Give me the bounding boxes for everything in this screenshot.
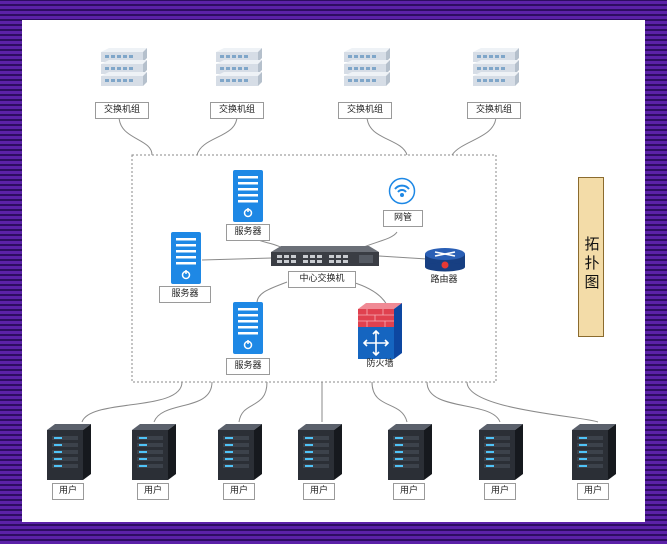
user-server-icon[interactable] xyxy=(388,424,432,480)
router-label: 路由器 xyxy=(430,275,458,285)
firewall-icon[interactable] xyxy=(358,303,402,359)
server-icon[interactable] xyxy=(170,232,202,284)
user-label: 用户 xyxy=(223,483,255,500)
server-icon[interactable] xyxy=(232,302,264,354)
network-mgmt-label: 网管 xyxy=(383,210,423,227)
top-connectors xyxy=(118,115,497,156)
user-label: 用户 xyxy=(484,483,516,500)
title-char-2: 扑 xyxy=(584,254,600,272)
switch-group-label: 交换机组 xyxy=(338,102,392,119)
bottom-connectors xyxy=(81,381,599,423)
user-server-icon[interactable] xyxy=(218,424,262,480)
router-icon[interactable] xyxy=(424,246,466,272)
switch-group-label: 交换机组 xyxy=(95,102,149,119)
user-server-icon[interactable] xyxy=(47,424,91,480)
title-panel: 拓 扑 图 xyxy=(578,177,604,337)
switch-group-icon[interactable] xyxy=(212,48,262,92)
firewall-label: 防火墙 xyxy=(366,359,394,369)
user-label: 用户 xyxy=(137,483,169,500)
switch-group-label: 交换机组 xyxy=(210,102,264,119)
network-mgmt-icon[interactable] xyxy=(388,177,416,205)
diagram-graphics xyxy=(81,115,599,423)
topology-canvas: 交换机组 交换机组 交换机组 交换机组 服务器 服务器 服务器 中心交换机 xyxy=(22,20,645,522)
title-char-1: 拓 xyxy=(584,235,600,253)
user-server-icon[interactable] xyxy=(132,424,176,480)
server-icon[interactable] xyxy=(232,170,264,222)
user-label: 用户 xyxy=(303,483,335,500)
server-label: 服务器 xyxy=(159,286,211,303)
user-server-icon[interactable] xyxy=(479,424,523,480)
user-label: 用户 xyxy=(393,483,425,500)
user-label: 用户 xyxy=(577,483,609,500)
switch-group-icon[interactable] xyxy=(469,48,519,92)
central-zone-frame xyxy=(131,154,497,383)
server-label: 服务器 xyxy=(226,358,270,375)
switch-group-icon[interactable] xyxy=(340,48,390,92)
user-server-icon[interactable] xyxy=(298,424,342,480)
user-label: 用户 xyxy=(52,483,84,500)
switch-group-icon[interactable] xyxy=(97,48,147,92)
title-char-3: 图 xyxy=(584,273,600,291)
server-label: 服务器 xyxy=(226,224,270,241)
core-switch-label: 中心交换机 xyxy=(288,271,356,288)
core-switch-icon[interactable] xyxy=(271,246,379,268)
user-server-icon[interactable] xyxy=(572,424,616,480)
switch-group-label: 交换机组 xyxy=(467,102,521,119)
